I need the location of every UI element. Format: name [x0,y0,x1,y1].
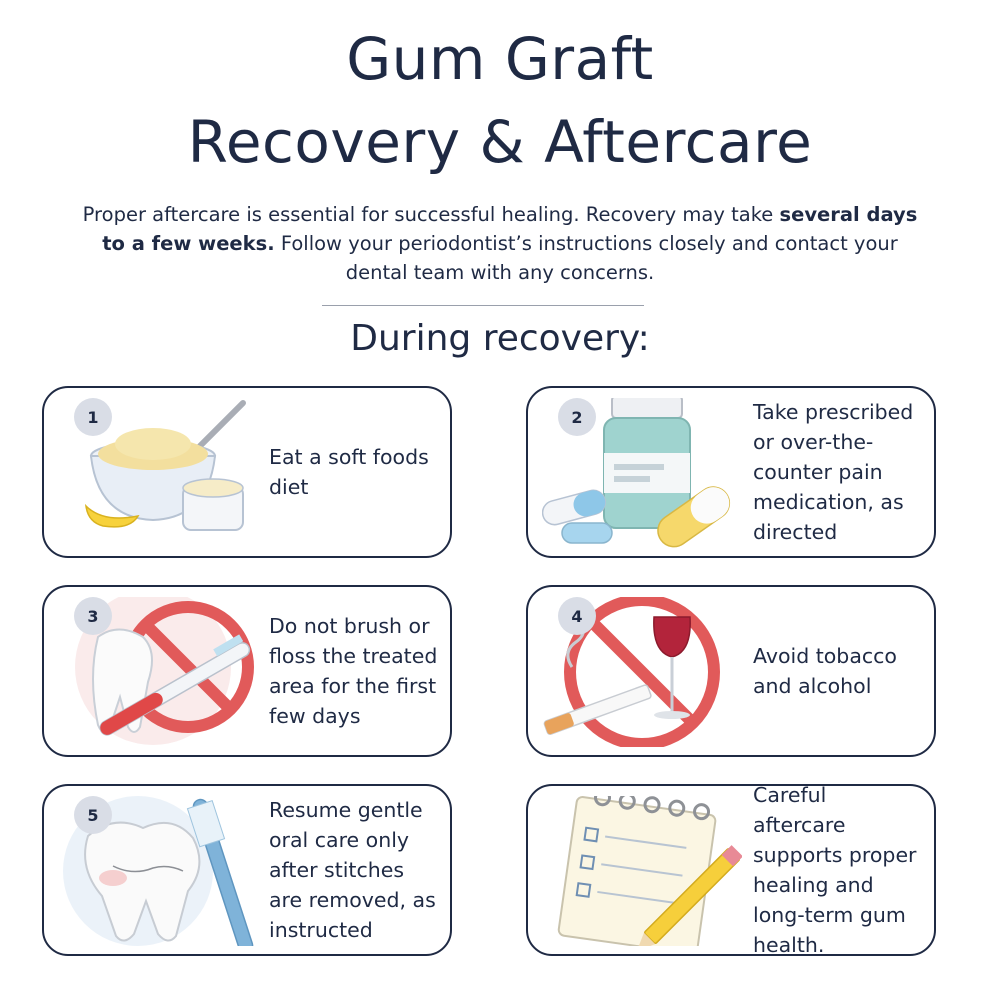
step-card-2: 2 Take prescribed or over-the-counter pa… [526,386,936,558]
divider [322,305,644,306]
step-card-4: 4 Avoid tobacco and alcohol [526,585,936,757]
step-text: Avoid tobacco and alcohol [753,587,924,755]
notepad-pencil-icon [557,796,742,946]
tooth-toothbrush-icon [63,796,254,946]
step-number-badge: 4 [558,597,596,635]
no-brushing-icon [75,597,254,745]
step-number-badge: 1 [74,398,112,436]
no-tobacco-alcohol-icon [543,597,720,747]
step-number-badge: 2 [558,398,596,436]
step-label: Resume gentle oral care only after stitc… [269,798,436,942]
step-label: Take prescribed or over-the-counter pain… [753,400,914,544]
intro-bold-text: several days to a few weeks. [102,203,918,255]
intro-paragraph: Proper aftercare is essential for succes… [80,200,920,287]
section-subtitle: During recovery: [350,318,650,359]
page-title-line-2: Recovery & Aftercare [187,108,813,176]
summary-text: Careful aftercare supports proper healin… [753,783,924,957]
step-card-5: 5 Resume gentle oral care only after sti… [42,784,452,956]
step-text: Do not brush or floss the treated area f… [269,587,440,755]
step-text: Resume gentle oral care only after stitc… [269,786,440,954]
step-card-3: 3 Do not brush or floss the treated area… [42,585,452,757]
medication-icon [542,398,731,548]
summary-label: Careful aftercare supports proper healin… [753,783,917,957]
step-number-badge: 3 [74,597,112,635]
step-label: Eat a soft foods diet [269,445,429,499]
step-card-1: 1 Eat a soft foods diet [42,386,452,558]
step-label: Avoid tobacco and alcohol [753,644,897,698]
step-label: Do not brush or floss the treated area f… [269,614,438,728]
step-number-badge: 5 [74,796,112,834]
soft-food-icon [84,400,246,531]
intro-text-1: Proper aftercare is essential for succes… [82,203,780,226]
summary-card: Careful aftercare supports proper healin… [526,783,936,957]
page-title-line-1: Gum Graft [346,25,654,93]
step-text: Eat a soft foods diet [269,388,440,556]
intro-text-2: Follow your periodontist’s instructions … [274,232,898,284]
step-text: Take prescribed or over-the-counter pain… [753,388,924,556]
